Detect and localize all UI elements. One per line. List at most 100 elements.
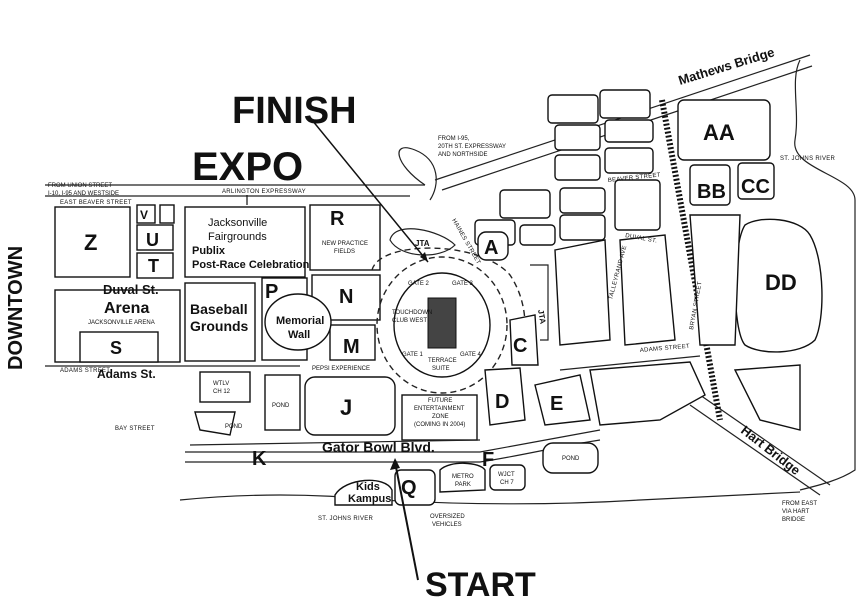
block-ne-8 [614, 179, 661, 231]
lot-m-label: M [343, 336, 360, 358]
memorial-line2: Wall [288, 329, 310, 341]
jta-north-label: JTA [415, 239, 430, 248]
adams-st-label: Adams St. [97, 367, 156, 381]
finish-arrow [311, 119, 429, 263]
hart-bridge-road [699, 394, 831, 486]
new-practice-line1: NEW PRACTICE [322, 241, 368, 247]
pond-east-area [542, 442, 599, 474]
wjct-area [489, 464, 526, 491]
river-shoreline-south [179, 491, 801, 505]
stadium-field [427, 297, 457, 349]
oversized-line1: OVERSIZED [430, 514, 465, 520]
lot-cc-label: CC [741, 176, 770, 198]
future-zone-line4: (COMING IN 2004) [414, 422, 465, 428]
wjct-line1: WJCT [498, 472, 515, 478]
future-zone-line2: ENTERTAINMENT [414, 406, 465, 412]
lot-cc-area [737, 162, 775, 200]
gator-bowl-blvd-label: Gator Bowl Blvd. [322, 439, 435, 455]
block-ne-9 [519, 224, 556, 246]
lot-aa-label: AA [703, 120, 735, 145]
pond-small-label: POND [225, 424, 243, 430]
gate2-label: GATE 2 [408, 281, 430, 287]
east-beaver-street-label: EAST BEAVER STREET [60, 200, 132, 206]
lot-bb-area [689, 164, 731, 206]
lot-t-area [136, 252, 174, 279]
lot-j-label: J [340, 395, 352, 420]
river-shoreline-east [794, 59, 856, 491]
kids-kampus-line2: Kampus [348, 493, 391, 505]
future-zone-area [401, 394, 478, 441]
pond-east-label: POND [562, 456, 580, 462]
lot-bb-label: BB [697, 181, 726, 203]
from-east-line1: FROM EAST [782, 501, 817, 507]
adams-street-east-road [559, 355, 701, 371]
lot-a-area [477, 231, 509, 261]
adams-street-west-label: ADAMS STREET [60, 368, 110, 374]
gate3-label: GATE 3 [452, 281, 474, 287]
touchdown-line1: TOUCHDOWN [392, 310, 432, 316]
st-johns-river-east-label: ST. JOHNS RIVER [780, 156, 836, 162]
memorial-line1: Memorial [276, 315, 324, 327]
lot-k-label: K [252, 448, 267, 470]
lot-s-area [79, 331, 159, 363]
pepsi-experience-label: PEPSI EXPERIENCE [312, 366, 370, 372]
metro-park-area [439, 462, 486, 493]
oversized-line2: VEHICLES [432, 522, 462, 528]
kids-kampus-area [334, 479, 393, 506]
new-practice-line2: FIELDS [334, 249, 355, 255]
lot-r-label: R [330, 208, 345, 230]
from-union-line2: I-10, I-95 AND WESTSIDE [48, 191, 119, 197]
touchdown-line2: CLUB WEST [392, 318, 427, 324]
ramp-north [398, 147, 437, 201]
block-ne-12 [499, 189, 551, 219]
block-bryan-east [689, 214, 741, 346]
pond-west-label: POND [272, 403, 290, 409]
lot-s-label: S [110, 338, 122, 358]
lot-aa-area [677, 99, 771, 161]
lot-d-area [484, 367, 526, 426]
block-ne-4 [604, 119, 654, 143]
metro-park-line2: PARK [455, 482, 471, 488]
lot-d-label: D [495, 391, 509, 413]
block-ne-5 [554, 154, 601, 181]
future-zone-line1: FUTURE [428, 398, 452, 404]
lot-c-area [509, 314, 539, 366]
lot-r-area [309, 204, 381, 271]
block-ne-10 [559, 214, 606, 241]
duval-st-label: DUVAL ST. [625, 233, 658, 245]
lot-n-label: N [339, 286, 353, 308]
terrace-line2: SUITE [432, 366, 450, 372]
kids-kampus-line1: Kids [356, 481, 380, 493]
jta-east-line [530, 264, 549, 341]
post-race-label: Post-Race Celebration [192, 259, 310, 271]
gate4-label: GATE 4 [460, 352, 482, 358]
block-ne-1 [547, 94, 599, 124]
block-talleyrand-2 [619, 234, 676, 346]
start-heading: START [425, 566, 536, 604]
baseball-line1: Baseball [190, 301, 248, 317]
finish-arrow-head [420, 252, 428, 262]
lot-z-label: Z [84, 230, 97, 255]
expo-heading: EXPO [192, 145, 303, 189]
start-arrow [394, 461, 419, 581]
metro-park-line1: METRO [452, 474, 474, 480]
baseball-line2: Grounds [190, 318, 249, 334]
hart-bridge-label: Hart Bridge [738, 423, 803, 478]
lot-q-area [394, 469, 436, 506]
lot-a-label: A [484, 237, 498, 259]
lot-v-label: V [140, 208, 148, 222]
from-i95-line1: FROM I-95, [438, 136, 470, 142]
lot-q-label: Q [401, 477, 417, 499]
fairgrounds-line2: Fairgrounds [208, 231, 267, 243]
hart-bridge-road-2 [689, 404, 821, 496]
lot-p-label: P [265, 281, 278, 303]
pond-west-area [264, 374, 301, 431]
publix-label: Publix [192, 245, 226, 257]
block-ne-7 [559, 187, 606, 214]
stadium-outer [376, 256, 508, 394]
bay-street-label: BAY STREET [115, 426, 155, 432]
jta-east-label: JTA [536, 309, 547, 325]
wtlv-line1: WTLV [213, 381, 229, 387]
baseball-area [184, 282, 256, 362]
pond-small-area [194, 411, 236, 436]
